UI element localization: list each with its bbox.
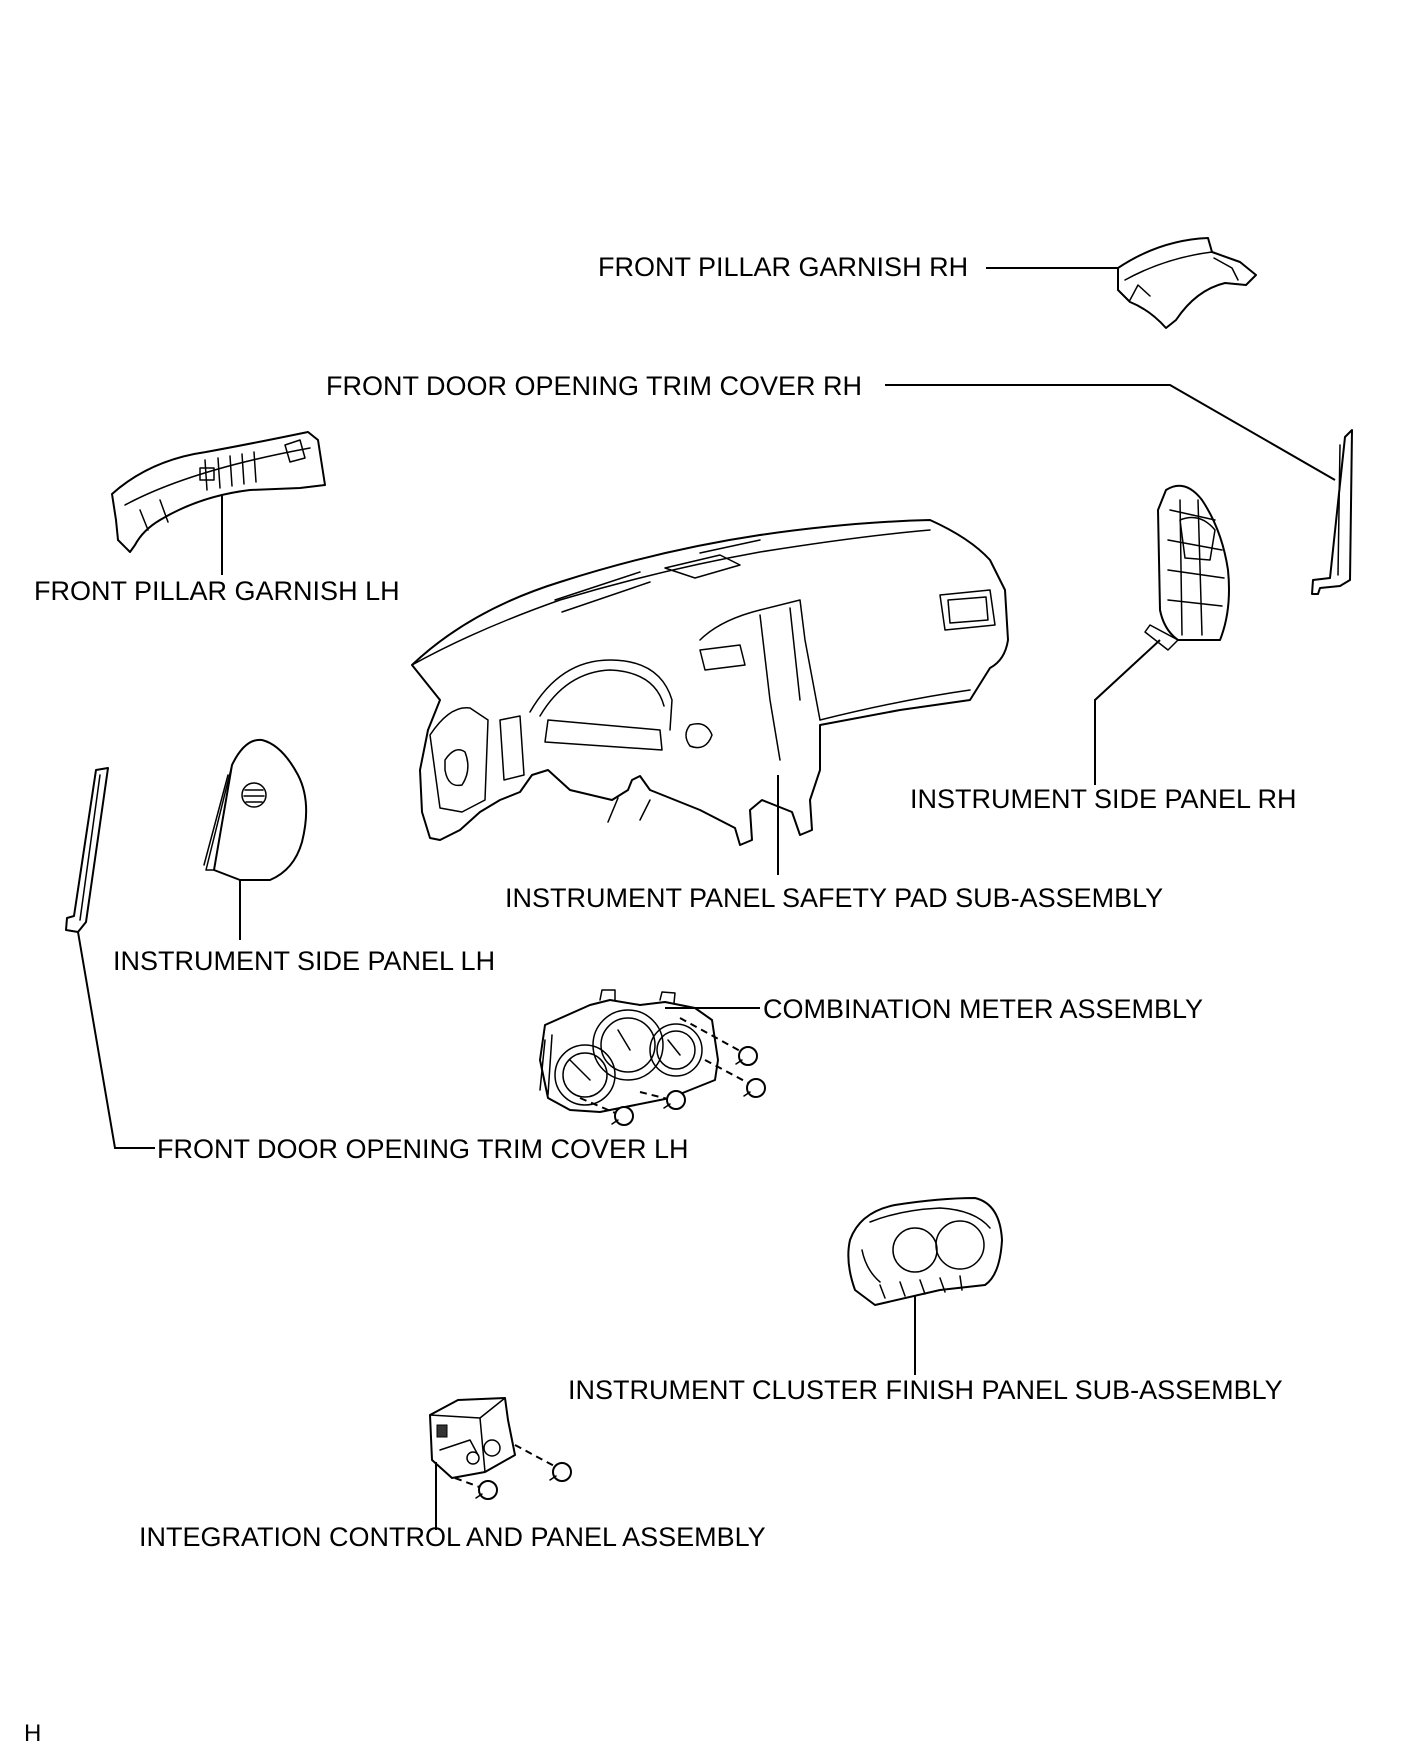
leader-front-door-opening-trim-cover-rh (885, 384, 1336, 481)
label-instrument-panel-safety-pad: INSTRUMENT PANEL SAFETY PAD SUB-ASSEMBLY (505, 883, 1164, 913)
front-door-opening-trim-cover-rh-drawing (1311, 429, 1353, 595)
front-pillar-garnish-rh-drawing (1117, 237, 1257, 329)
instrument-panel-safety-pad-drawing (411, 519, 1009, 846)
combination-meter-assembly-drawing (539, 989, 719, 1113)
label-instrument-side-panel-lh: INSTRUMENT SIDE PANEL LH (113, 946, 496, 976)
meter-screws (579, 1017, 766, 1126)
label-front-pillar-garnish-lh: FRONT PILLAR GARNISH LH (34, 576, 400, 606)
label-front-door-opening-trim-cover-lh: FRONT DOOR OPENING TRIM COVER LH (157, 1134, 689, 1164)
front-pillar-garnish-lh-drawing (111, 431, 326, 553)
label-integration-control-and-panel: INTEGRATION CONTROL AND PANEL ASSEMBLY (139, 1522, 766, 1552)
instrument-side-panel-rh-drawing (1144, 484, 1230, 651)
corner-code: H (24, 1720, 42, 1747)
label-instrument-cluster-finish-panel: INSTRUMENT CLUSTER FINISH PANEL SUB-ASSE… (568, 1375, 1283, 1405)
label-combination-meter-assembly: COMBINATION METER ASSEMBLY (763, 994, 1204, 1024)
leader-front-door-opening-trim-cover-lh (77, 931, 155, 1149)
front-door-opening-trim-cover-lh-drawing (65, 767, 109, 933)
label-front-door-opening-trim-cover-rh: FRONT DOOR OPENING TRIM COVER RH (326, 371, 863, 401)
leader-instrument-side-panel-rh (1094, 639, 1161, 785)
integration-control-screws (454, 1444, 572, 1500)
label-front-pillar-garnish-rh: FRONT PILLAR GARNISH RH (598, 252, 969, 282)
integration-control-and-panel-drawing (429, 1397, 516, 1479)
instrument-cluster-finish-panel-drawing (847, 1197, 1003, 1306)
label-instrument-side-panel-rh: INSTRUMENT SIDE PANEL RH (910, 784, 1297, 814)
instrument-side-panel-lh-drawing (203, 738, 308, 881)
